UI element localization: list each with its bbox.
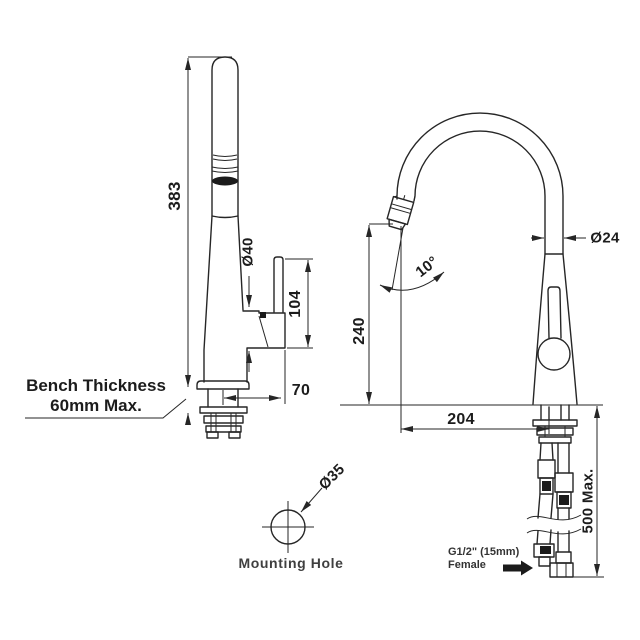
dia-40-label: Ø40 xyxy=(239,237,257,267)
handle-pivot-dot xyxy=(260,312,266,318)
connection-arrow-icon xyxy=(503,560,533,576)
dim-204-label: 204 xyxy=(447,411,475,428)
dim-70-label: 70 xyxy=(291,382,311,399)
dim-500-max-label: 500 Max. xyxy=(579,468,597,534)
bench-note-line1: Bench Thickness xyxy=(26,376,166,395)
front-view-dimensions xyxy=(25,56,313,425)
connection-note-line1: G1/2" (15mm) xyxy=(448,546,520,558)
side-view-faucet xyxy=(386,112,582,578)
dim-383-label: 383 xyxy=(165,181,184,211)
connection-note-line2: Female xyxy=(448,558,486,571)
connection-note: G1/2" (15mm) Female xyxy=(448,546,519,571)
spray-head-band xyxy=(212,176,238,186)
bench-note-line2: 60mm Max. xyxy=(50,396,142,415)
dia-24-label: Ø24 xyxy=(590,229,620,247)
bench-thickness-note: Bench Thickness 60mm Max. xyxy=(20,376,172,416)
dim-104-label: 104 xyxy=(287,290,304,318)
mounting-hole-label: Mounting Hole xyxy=(238,555,344,571)
dim-240-label: 240 xyxy=(351,317,368,345)
mounting-hole-symbol xyxy=(262,487,323,553)
side-view-dimensions xyxy=(340,223,604,578)
